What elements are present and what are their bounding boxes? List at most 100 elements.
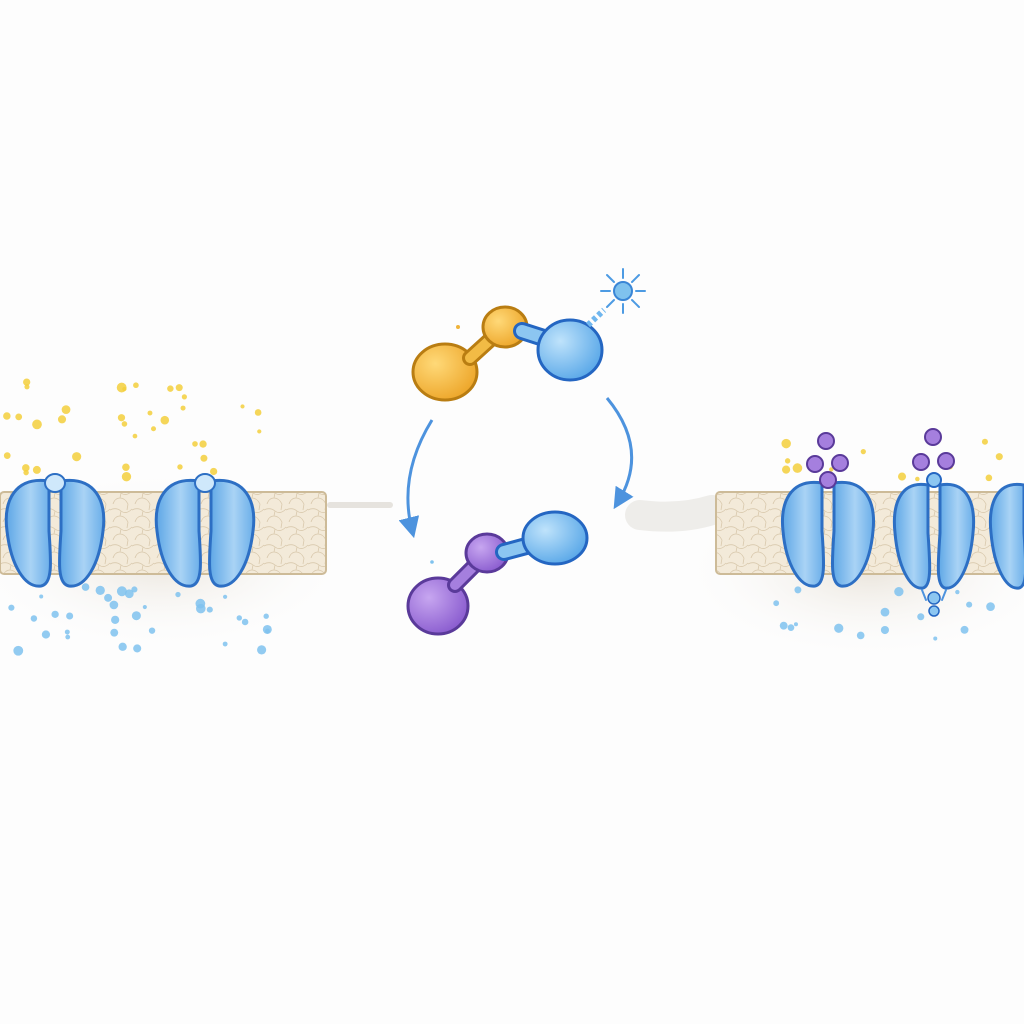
blue-domain bbox=[536, 318, 604, 382]
molecule-before bbox=[411, 268, 646, 402]
ion-particle bbox=[175, 591, 181, 598]
ion-particle bbox=[794, 586, 802, 594]
ion-particle bbox=[773, 600, 780, 607]
ion-particle bbox=[122, 463, 130, 471]
ion-particle bbox=[210, 467, 218, 476]
ion-particle bbox=[39, 594, 44, 599]
ion-particle bbox=[57, 415, 67, 424]
ion-particle bbox=[181, 394, 187, 400]
orange-domain bbox=[411, 342, 479, 402]
ion-particle bbox=[206, 606, 213, 613]
ion-particle bbox=[51, 610, 59, 618]
ion-particle bbox=[66, 612, 74, 620]
ion-particle bbox=[95, 585, 105, 596]
ion-particle bbox=[880, 607, 890, 617]
ion-particle bbox=[829, 467, 834, 472]
ion-particle bbox=[133, 644, 142, 653]
ion-particle bbox=[13, 645, 24, 656]
ion-particle bbox=[3, 452, 11, 459]
ion-particle bbox=[995, 453, 1003, 461]
ion-particle bbox=[3, 412, 11, 420]
ion-particle bbox=[23, 469, 29, 476]
ion-particle bbox=[104, 593, 113, 602]
membrane-fade-right bbox=[625, 495, 727, 532]
ion-particle bbox=[265, 628, 270, 634]
ion-particle bbox=[257, 645, 267, 655]
ion-particle bbox=[933, 636, 938, 641]
ion-particle bbox=[41, 630, 51, 639]
ion-particle bbox=[915, 476, 920, 482]
ion-particle bbox=[196, 603, 206, 614]
left-membrane-panel bbox=[0, 378, 350, 656]
ion-particle bbox=[955, 589, 960, 595]
ion-particle bbox=[241, 618, 249, 626]
ion-particle bbox=[966, 601, 973, 608]
channel-protein bbox=[988, 482, 1024, 590]
ion-particle bbox=[779, 621, 788, 630]
ion-particle bbox=[240, 404, 245, 409]
ion-particle bbox=[160, 415, 170, 425]
ion-particle bbox=[116, 586, 127, 597]
ion-particle bbox=[124, 589, 134, 599]
ion-particle bbox=[254, 409, 262, 416]
ion-particle bbox=[787, 624, 795, 631]
ion-particle bbox=[985, 474, 993, 482]
ion-particle bbox=[784, 458, 791, 464]
left-ions bbox=[3, 378, 272, 656]
ion-particle bbox=[109, 600, 119, 610]
ion-particle bbox=[32, 465, 41, 474]
ion-particle bbox=[32, 419, 42, 430]
ion-particle bbox=[856, 631, 865, 640]
ion-particle bbox=[65, 634, 71, 640]
ion-particle bbox=[121, 472, 132, 482]
curved-arrow-right bbox=[605, 397, 634, 510]
ion-particle bbox=[121, 421, 128, 427]
curved-arrow-left bbox=[398, 419, 434, 539]
channel-protein bbox=[892, 482, 976, 590]
ion-particle bbox=[199, 440, 207, 448]
spark-icon bbox=[600, 268, 646, 314]
ion-particle bbox=[148, 627, 156, 634]
ion-particle bbox=[117, 414, 126, 422]
ion-particle bbox=[177, 464, 183, 470]
ligand-cluster bbox=[806, 432, 849, 489]
ion-particle bbox=[133, 382, 139, 389]
ion-particle bbox=[257, 429, 262, 434]
ion-particle bbox=[30, 615, 38, 622]
ion-particle bbox=[23, 378, 31, 386]
ion-particle bbox=[142, 604, 147, 610]
ion-particle bbox=[222, 594, 228, 599]
ion-particle bbox=[200, 454, 208, 462]
ion-particle bbox=[793, 622, 798, 627]
channel-protein bbox=[4, 473, 106, 588]
channel-protein bbox=[781, 480, 875, 588]
ion-particle bbox=[81, 583, 90, 591]
ion-particle bbox=[111, 615, 120, 624]
ion-particle bbox=[24, 384, 30, 390]
ion-particle bbox=[236, 615, 243, 621]
center-conversion-panel bbox=[327, 268, 727, 636]
ion-particle bbox=[132, 433, 138, 439]
ion-particle bbox=[834, 623, 844, 633]
ion-particle bbox=[263, 613, 269, 619]
ion-particle bbox=[986, 602, 995, 611]
ion-particle bbox=[792, 463, 803, 473]
ion-particle bbox=[22, 464, 30, 472]
ion-release bbox=[921, 589, 947, 617]
ion-particle bbox=[192, 441, 198, 447]
ion-particle bbox=[960, 625, 969, 634]
right-membrane-panel bbox=[680, 428, 1024, 660]
ion-particle bbox=[131, 586, 138, 593]
ion-particle bbox=[782, 465, 791, 474]
ion-particle bbox=[860, 448, 866, 455]
ion-particle bbox=[898, 472, 907, 481]
ion-particle bbox=[64, 629, 70, 635]
ion-particle bbox=[917, 613, 925, 621]
ion-particle bbox=[131, 611, 141, 621]
blue-domain bbox=[521, 510, 589, 566]
ion-particle bbox=[61, 405, 71, 414]
ion-particle bbox=[180, 405, 186, 411]
ion-particle bbox=[150, 426, 157, 432]
ion-particle bbox=[116, 382, 127, 393]
